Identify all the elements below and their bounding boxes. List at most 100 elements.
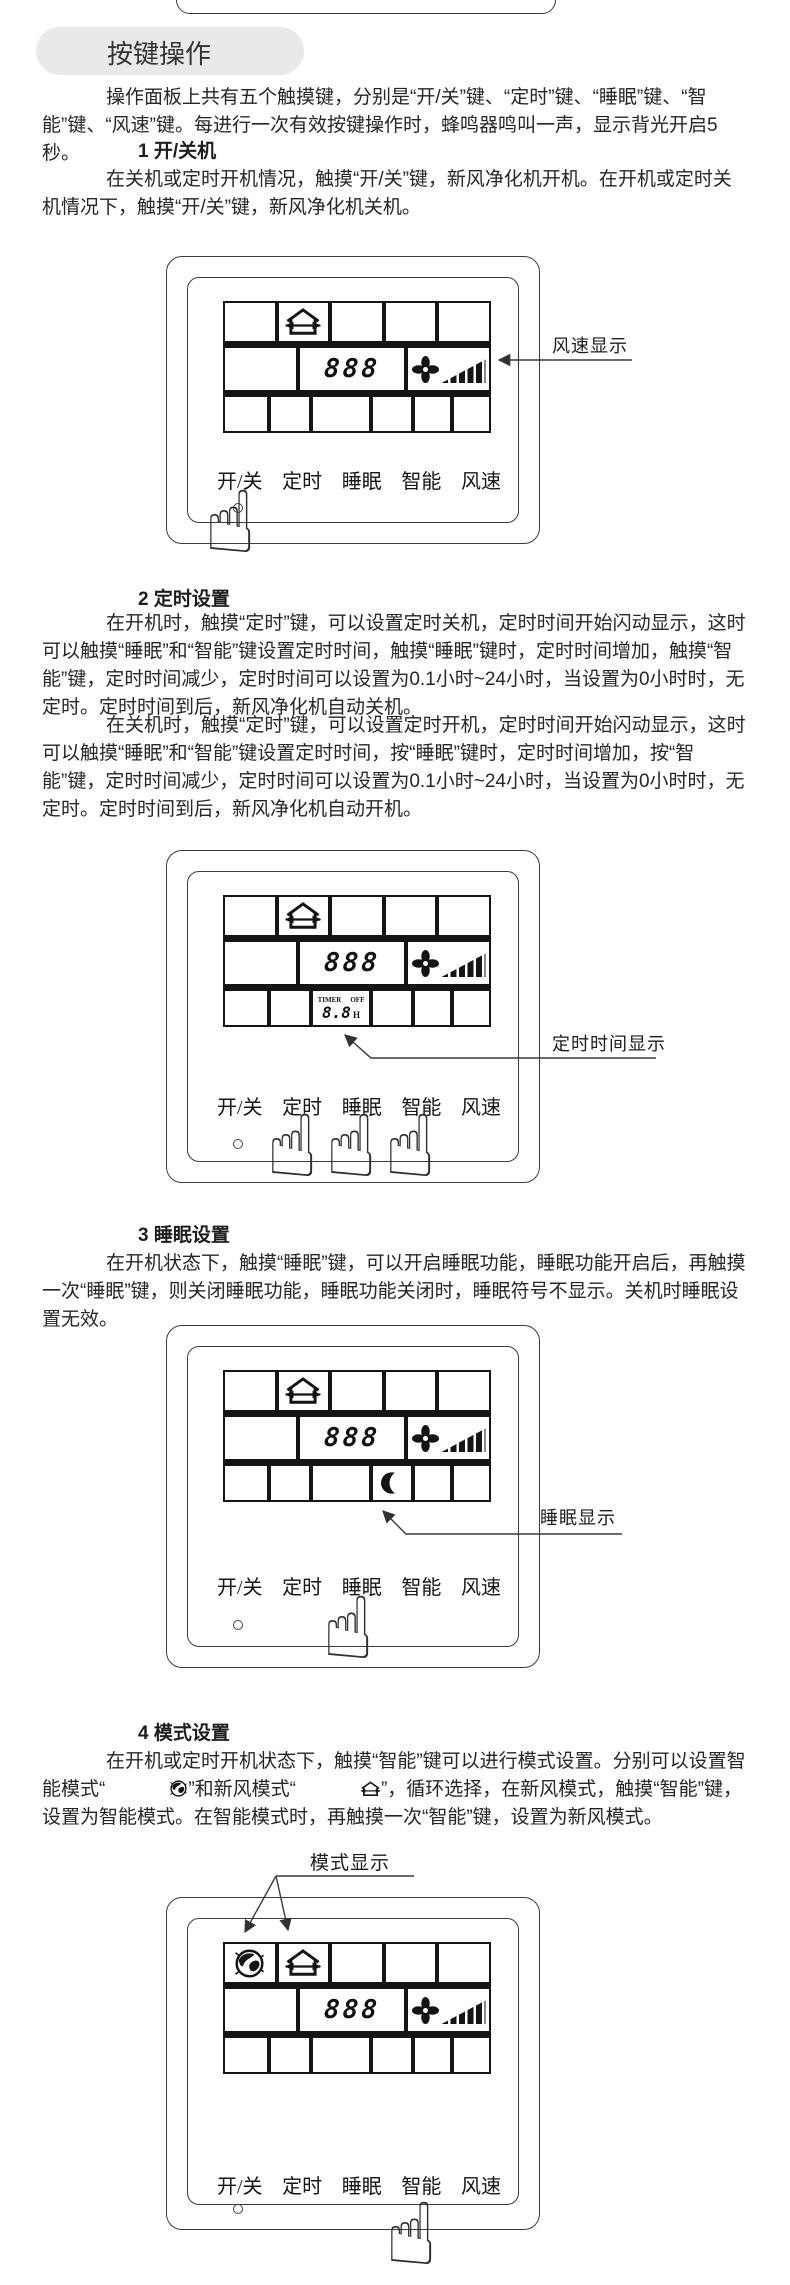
- indicator-dot: [233, 2204, 243, 2214]
- fan-speed-indicator: [406, 940, 491, 986]
- lcd-cell: [371, 395, 413, 433]
- lcd-cell: [413, 395, 452, 433]
- lcd-cell: [223, 395, 269, 433]
- section-4-text-1: 在开机或定时开机状态下，触摸“智能”键可以进行模式设置。分别可以设置智能模式“: [42, 1751, 746, 1800]
- sleep-key-label: 睡眠: [341, 1097, 382, 1119]
- indicator-dot: [233, 1139, 243, 1149]
- lcd-digits: 888: [298, 940, 406, 986]
- pointing-hand-icon: ☝: [384, 1097, 437, 1197]
- lcd-cell: [311, 1464, 371, 1502]
- timer-key-label: 定时: [282, 1577, 323, 1599]
- fan-icon: [411, 949, 439, 977]
- timer-value: 8.8: [322, 1002, 351, 1022]
- fan-icon: [411, 355, 439, 383]
- speed-key-label: 风速: [461, 1577, 501, 1599]
- lcd-cell: [223, 301, 277, 343]
- section-1-paragraph: 在关机或定时开机情况，触摸“开/关”键，新风净化机开机。在开机或定时关机情况下，…: [42, 169, 732, 218]
- intro-paragraph: 操作面板上共有五个触摸键，分别是“开/关”键、“定时”键、“睡眠”键、“智能”键…: [42, 87, 718, 164]
- lcd-cell: [452, 2036, 491, 2074]
- control-panel-figure-mode: 888 开/关 定时 睡眠 智能 风速: [166, 1897, 540, 2230]
- lcd-cell: [223, 1370, 277, 1412]
- control-panel-figure-onoff: 888 开/关 定时 睡眠 智能 风速: [166, 256, 540, 544]
- lcd-cell: [330, 301, 384, 343]
- lcd-digits: 888: [298, 1415, 406, 1461]
- sleep-key-label: 睡眠: [341, 1577, 382, 1599]
- lcd-cell: [383, 1370, 438, 1412]
- lcd-cell: [383, 1942, 438, 1984]
- fresh-air-mode-icon: [276, 1370, 331, 1412]
- fan-speed-indicator: [406, 346, 491, 392]
- timer-state-label: OFF: [350, 995, 365, 1004]
- speed-ramp-icon: [441, 359, 486, 383]
- lcd-display: 888 TIMER OFF 8.8 H: [223, 895, 491, 1027]
- power-key-label: 开/关: [217, 471, 263, 493]
- lcd-cell: [437, 895, 491, 937]
- callout-sleep: 睡眠显示: [540, 1508, 616, 1528]
- timer-display: TIMER OFF 8.8 H: [311, 989, 371, 1027]
- indicator-dot: [233, 1620, 243, 1630]
- fan-speed-indicator: [406, 1415, 491, 1461]
- pointing-hand-icon: ☝: [266, 1097, 319, 1197]
- sleep-key-label: 睡眠: [341, 471, 382, 493]
- lcd-cell: [223, 346, 298, 392]
- lcd-cell: [413, 989, 452, 1027]
- section-heading-4: 4 模式设置: [138, 1723, 230, 1744]
- lcd-cell: [413, 2036, 452, 2074]
- lcd-digits: 888: [298, 1987, 406, 2033]
- lcd-cell: [437, 1370, 491, 1412]
- pointing-hand-icon: ☝: [204, 473, 257, 573]
- pointing-hand-icon: ☝: [325, 1097, 378, 1197]
- panel-inner-frame: [187, 277, 519, 523]
- lcd-cell: [311, 395, 371, 433]
- sleep-moon-icon: [371, 1464, 413, 1502]
- lcd-cell: [452, 989, 491, 1027]
- callout-fan-speed: 风速显示: [552, 336, 628, 356]
- lcd-cell: [269, 395, 311, 433]
- smart-key-label: 智能: [401, 1097, 442, 1119]
- lcd-cell: [452, 1464, 491, 1502]
- page-title: 按键操作: [107, 39, 212, 69]
- smart-key-label: 智能: [401, 471, 442, 493]
- previous-figure-border: [176, 0, 556, 14]
- lcd-cell: [269, 2036, 311, 2074]
- timer-unit: H: [352, 1009, 360, 1020]
- lcd-cell: [223, 1464, 269, 1502]
- lcd-cell: [223, 1987, 298, 2033]
- lcd-cell: [437, 301, 491, 343]
- fresh-air-mode-icon: [276, 1942, 331, 1984]
- section-2-paragraph-1: 在开机时，触摸“定时”键，可以设置定时关机，定时时间开始闪动显示，这时可以触摸“…: [42, 613, 746, 718]
- panel-inner-frame: [187, 1918, 519, 2205]
- control-panel-figure-sleep: 888 开/关 定时 睡眠 智能 风速: [166, 1325, 540, 1668]
- lcd-cell: [223, 940, 298, 986]
- timer-label: TIMER: [317, 995, 342, 1004]
- section-heading-3: 3 睡眠设置: [138, 1225, 230, 1246]
- touch-key-row: 开/关 定时 睡眠 智能 风速: [217, 465, 501, 494]
- lcd-cell: [371, 2036, 413, 2074]
- lcd-cell: [223, 1415, 298, 1461]
- speed-key-label: 风速: [461, 471, 501, 493]
- power-key-label: 开/关: [217, 2176, 263, 2198]
- lcd-cell: [223, 989, 269, 1027]
- fan-icon: [411, 1996, 439, 2024]
- speed-key-label: 风速: [461, 2176, 501, 2198]
- panel-inner-frame: [187, 1346, 519, 1647]
- lcd-cell: [371, 989, 413, 1027]
- lcd-cell: [223, 2036, 269, 2074]
- control-panel-figure-timer: 888 TIMER OFF 8.8 H 开/关 定时: [166, 850, 540, 1183]
- lcd-cell: [311, 2036, 371, 2074]
- speed-key-label: 风速: [461, 1097, 501, 1119]
- panel-inner-frame: [187, 871, 519, 1162]
- smart-key-label: 智能: [401, 2176, 442, 2198]
- lcd-cell: [452, 395, 491, 433]
- section-title-pill: 按键操作: [36, 27, 304, 75]
- fresh-air-mode-icon: [276, 301, 331, 343]
- lcd-cell: [437, 1942, 491, 1984]
- fresh-air-mode-icon: [296, 1780, 382, 1798]
- section-heading-2: 2 定时设置: [138, 589, 230, 610]
- lcd-cell: [383, 301, 438, 343]
- touch-key-row: 开/关 定时 睡眠 智能 风速: [217, 1091, 501, 1120]
- section-2-paragraph-2: 在关机时，触摸“定时”键，可以设置定时开机，定时时间开始闪动显示，这时可以触摸“…: [42, 715, 746, 820]
- lcd-display: 888: [223, 1942, 491, 2074]
- fresh-air-mode-icon: [276, 895, 331, 937]
- section-3-paragraph: 在开机状态下，触摸“睡眠”键，可以开启睡眠功能，睡眠功能开启后，再触摸一次“睡眠…: [42, 1253, 746, 1330]
